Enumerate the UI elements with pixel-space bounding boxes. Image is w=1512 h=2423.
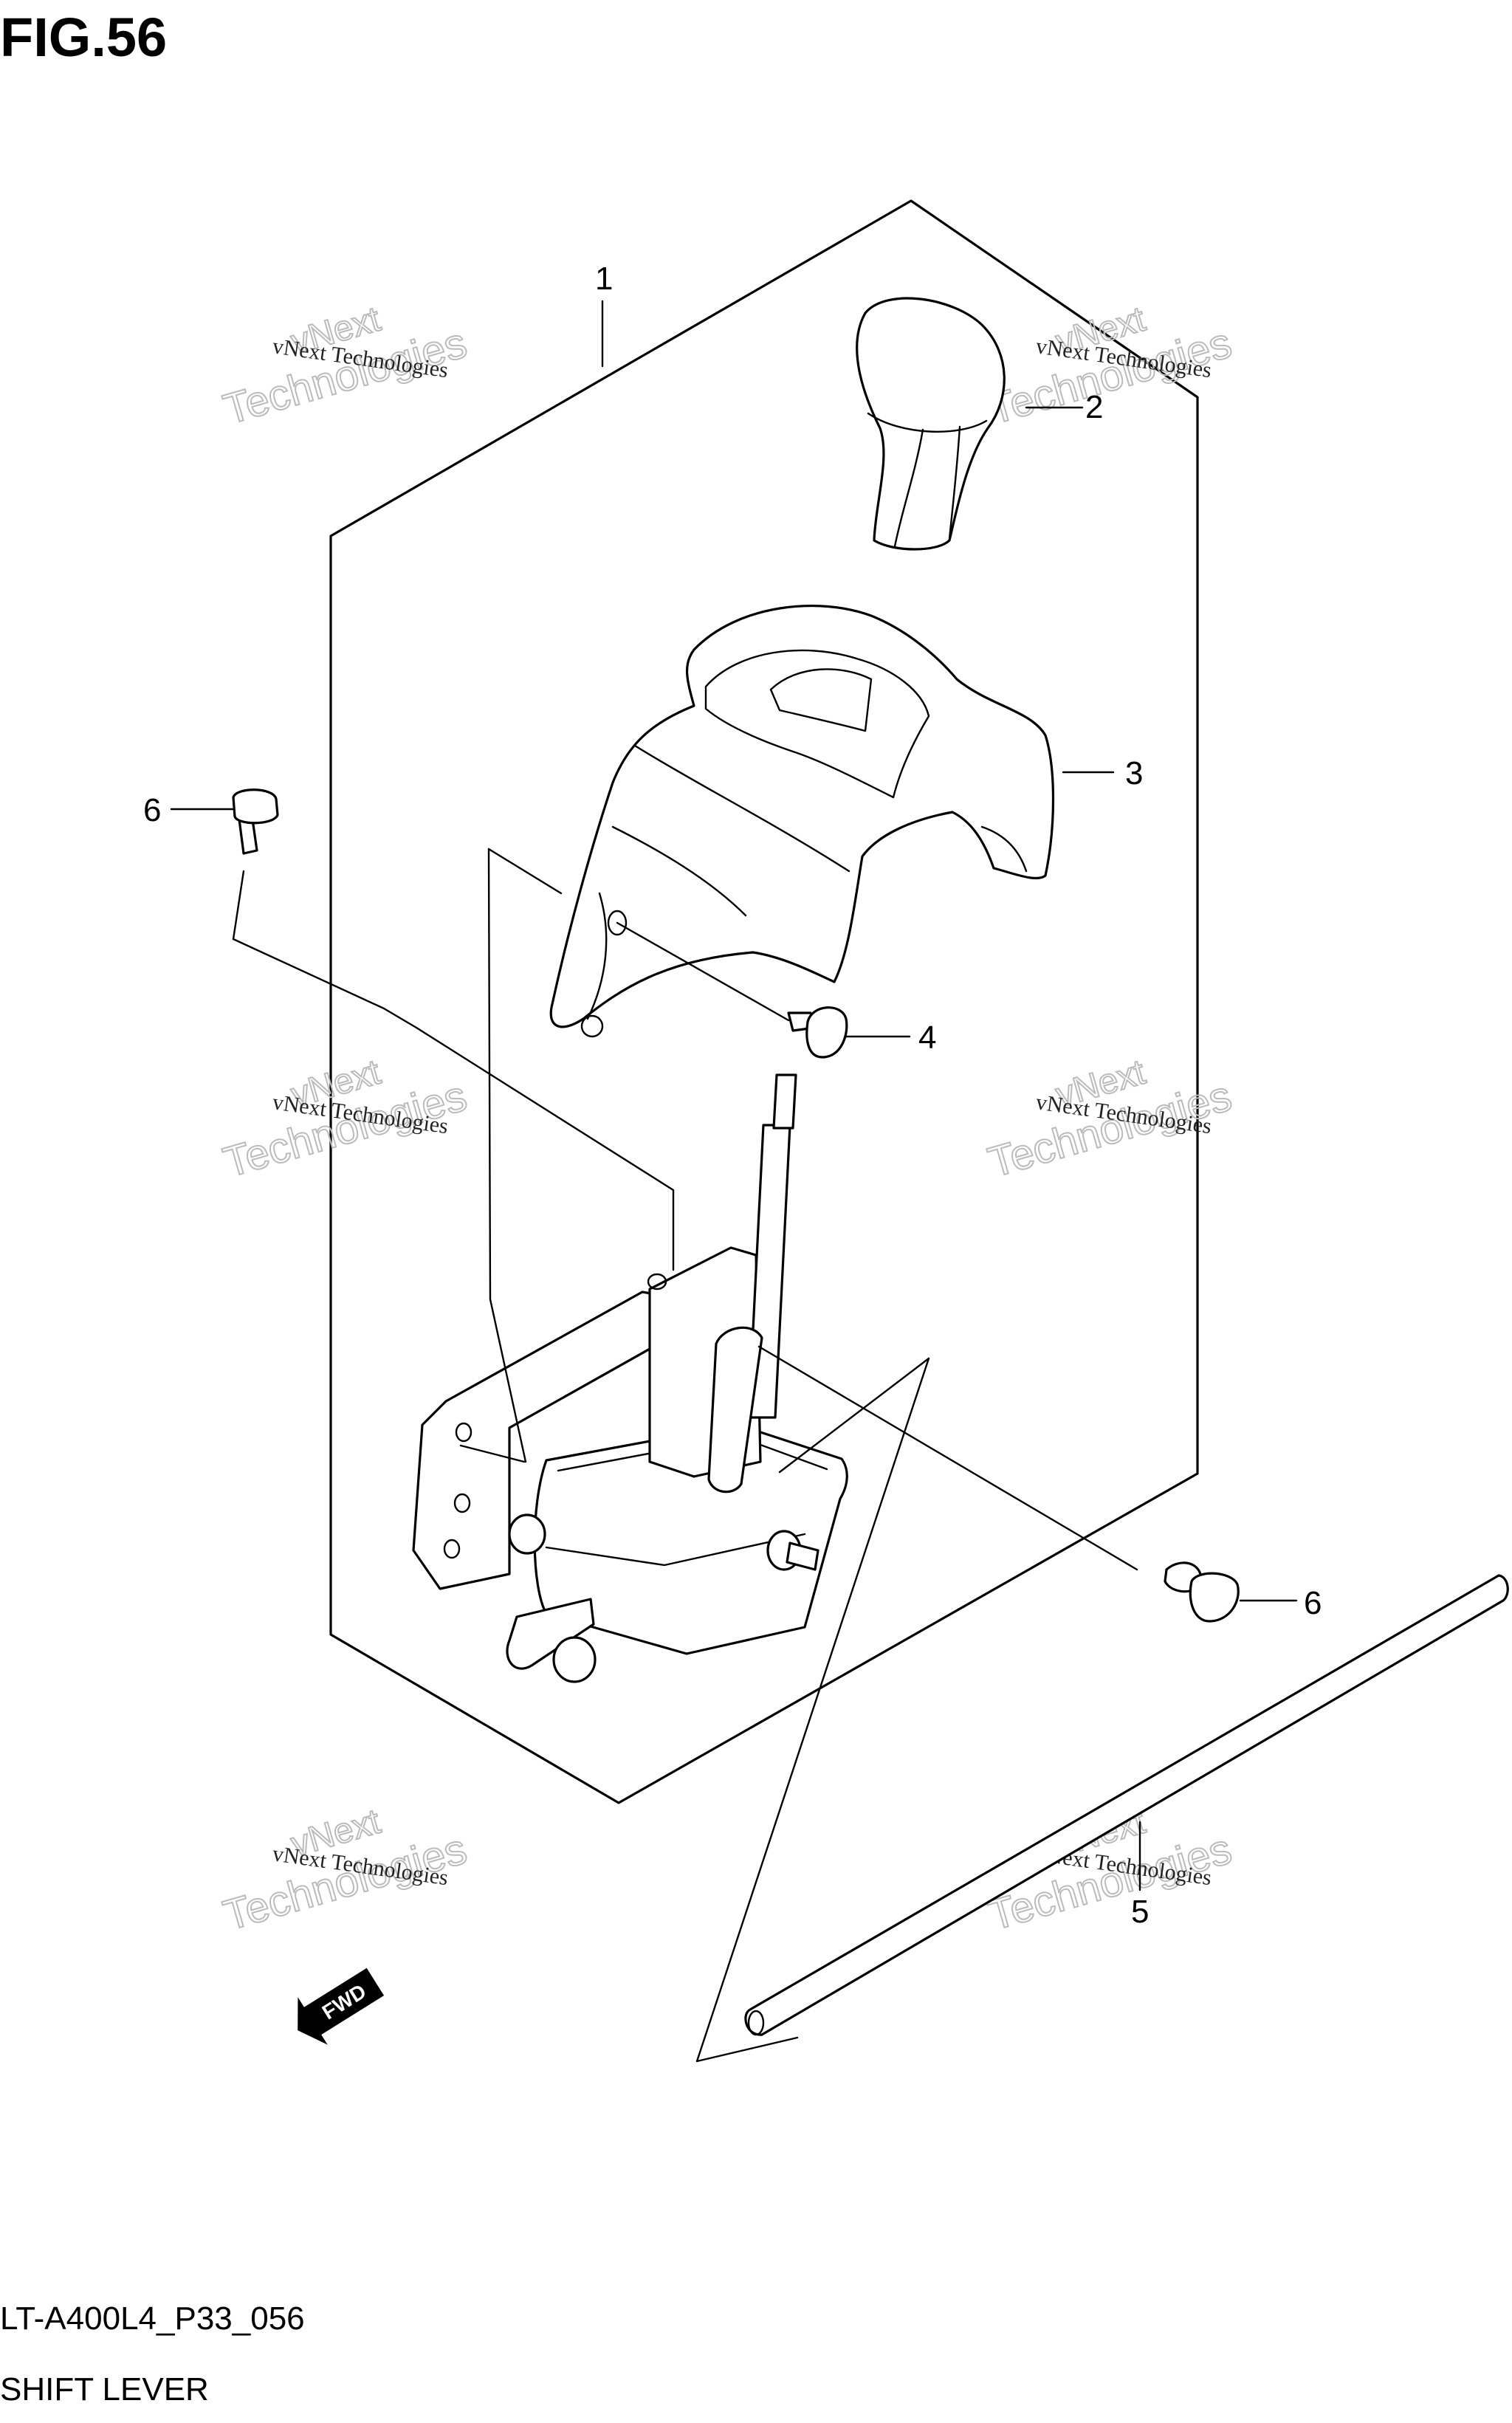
assembly-outline	[329, 199, 1199, 1804]
exploded-leader-lines	[232, 848, 1138, 2063]
shift-lever-assembly	[412, 1073, 848, 1683]
callout-2: 2	[1085, 389, 1103, 425]
diagram-code: LT-A400L4_P33_056	[0, 2300, 305, 2337]
callout-5: 5	[1131, 1894, 1149, 1930]
diagram-name: SHIFT LEVER	[0, 2371, 209, 2407]
bolt-6-lower	[1164, 1561, 1240, 1623]
bolt-4	[787, 1006, 848, 1059]
shift-knob	[856, 297, 1006, 551]
callout-4: 4	[918, 1020, 936, 1056]
callout-leaders	[170, 300, 1298, 1891]
shift-lever-cover	[549, 605, 1055, 1038]
bolt-6-upper	[232, 788, 279, 855]
watermark-bottom-left: Technologies vNext vNext Technologies	[218, 1801, 472, 1941]
forward-direction-arrow: FWD	[298, 1967, 385, 2045]
callout-6-right: 6	[1304, 1585, 1322, 1621]
callout-6-left: 6	[143, 792, 161, 828]
figure-title: FIG.56	[0, 7, 168, 68]
watermark-top-left: Technologies vNext vNext Technologies	[218, 299, 472, 435]
callout-3: 3	[1125, 755, 1143, 791]
callout-1: 1	[595, 261, 613, 297]
rod-5	[744, 1574, 1509, 2036]
watermark-mid-left: Technologies vNext vNext Technologies	[218, 1052, 472, 1188]
